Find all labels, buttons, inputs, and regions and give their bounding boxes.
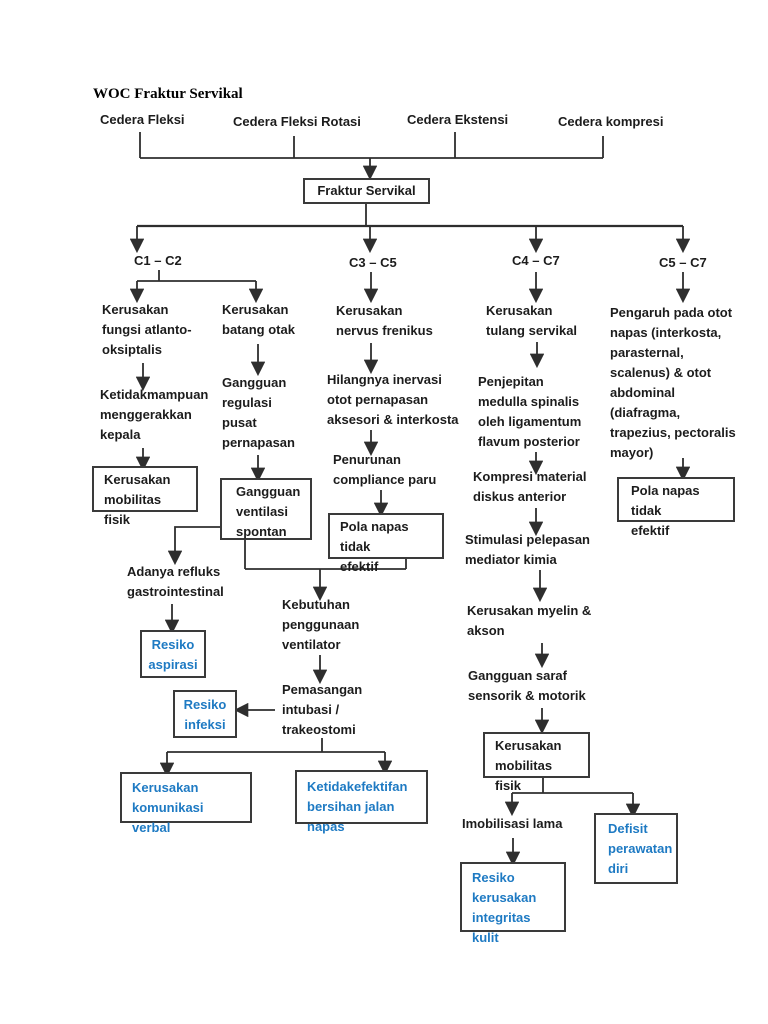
- cause-cedera-fleksi: Cedera Fleksi: [100, 112, 185, 127]
- box-resiko-kerusakan-integritas-kulit: Resiko kerusakan integritas kulit: [460, 862, 566, 945]
- box-kerusakan-mobilitas-fisik-1: Kerusakan mobilitas fisik: [92, 466, 198, 527]
- segment-c5-c7: C5 – C7: [659, 255, 707, 270]
- page-title: WOC Fraktur Servikal: [93, 86, 243, 102]
- box-fraktur-servikal: Fraktur Servikal: [303, 178, 430, 204]
- node-ketidakmampuan-menggerakkan-kepala: Ketidakmampuan menggerakkan kepala: [100, 387, 209, 442]
- node-stimulasi-pelepasan-mediator: Stimulasi pelepasan mediator kimia: [465, 532, 590, 567]
- cause-cedera-ekstensi: Cedera Ekstensi: [407, 112, 509, 127]
- node-kerusakan-myelin-akson: Kerusakan myelin & akson: [467, 603, 592, 638]
- box-ketidakefektifan-bersihan-jalan-napas: Ketidakefektifan bersihan jalan napas: [295, 770, 428, 834]
- box-defisit-perawatan-diri: Defisit perawatan diri: [594, 813, 678, 884]
- node-hilangnya-inervasi-otot: Hilangnya inervasi otot pernapasan akses…: [327, 372, 459, 427]
- box-resiko-infeksi: Resiko infeksi: [173, 690, 237, 738]
- segment-c3-c5: C3 – C5: [349, 255, 397, 270]
- node-fungsi-atlanto-oksiptalis: Kerusakan fungsi atlanto- oksiptalis: [102, 302, 192, 357]
- node-gangguan-saraf-sensorik-motorik: Gangguan saraf sensorik & motorik: [468, 668, 586, 703]
- segment-c4-c7: C4 – C7: [512, 253, 560, 268]
- box-pola-napas-tidak-efektif-2: Pola napas tidak efektif: [617, 477, 735, 538]
- node-kompresi-material-diskus: Kompresi material diskus anterior: [473, 469, 587, 504]
- box-gangguan-ventilasi-spontan: Gangguan ventilasi spontan: [220, 478, 312, 540]
- node-penjepitan-medulla-spinalis: Penjepitan medulla spinalis oleh ligamen…: [478, 374, 582, 449]
- node-penurunan-compliance-paru: Penurunan compliance paru: [333, 452, 437, 487]
- node-kebutuhan-penggunaan-ventilator: Kebutuhan penggunaan ventilator: [282, 597, 360, 652]
- segment-c1-c2: C1 – C2: [134, 253, 182, 268]
- node-pengaruh-pada-otot-napas: Pengaruh pada otot napas (interkosta, pa…: [610, 305, 736, 460]
- box-resiko-aspirasi: Resiko aspirasi: [140, 630, 206, 678]
- node-kerusakan-batang-otak: Kerusakan batang otak: [222, 302, 295, 337]
- node-pemasangan-intubasi-trakeostomi: Pemasangan intubasi / trakeostomi: [282, 682, 363, 737]
- node-kerusakan-tulang-servikal: Kerusakan tulang servikal: [486, 303, 578, 338]
- box-pola-napas-tidak-efektif-1: Pola napas tidak efektif: [328, 513, 444, 574]
- node-adanya-refluks-gastrointestinal: Adanya refluks gastrointestinal: [127, 564, 224, 599]
- node-gangguan-regulasi-pusat-pernapasan: Gangguan regulasi pusat pernapasan: [222, 375, 295, 450]
- cause-cedera-fleksi-rotasi: Cedera Fleksi Rotasi: [233, 114, 361, 129]
- box-kerusakan-komunikasi-verbal: Kerusakan komunikasi verbal: [120, 772, 252, 835]
- cause-cedera-kompresi: Cedera kompresi: [558, 114, 664, 129]
- node-kerusakan-nervus-frenikus: Kerusakan nervus frenikus: [336, 303, 433, 338]
- node-imobilisasi-lama: Imobilisasi lama: [462, 816, 563, 831]
- box-kerusakan-mobilitas-fisik-2: Kerusakan mobilitas fisik: [483, 732, 590, 793]
